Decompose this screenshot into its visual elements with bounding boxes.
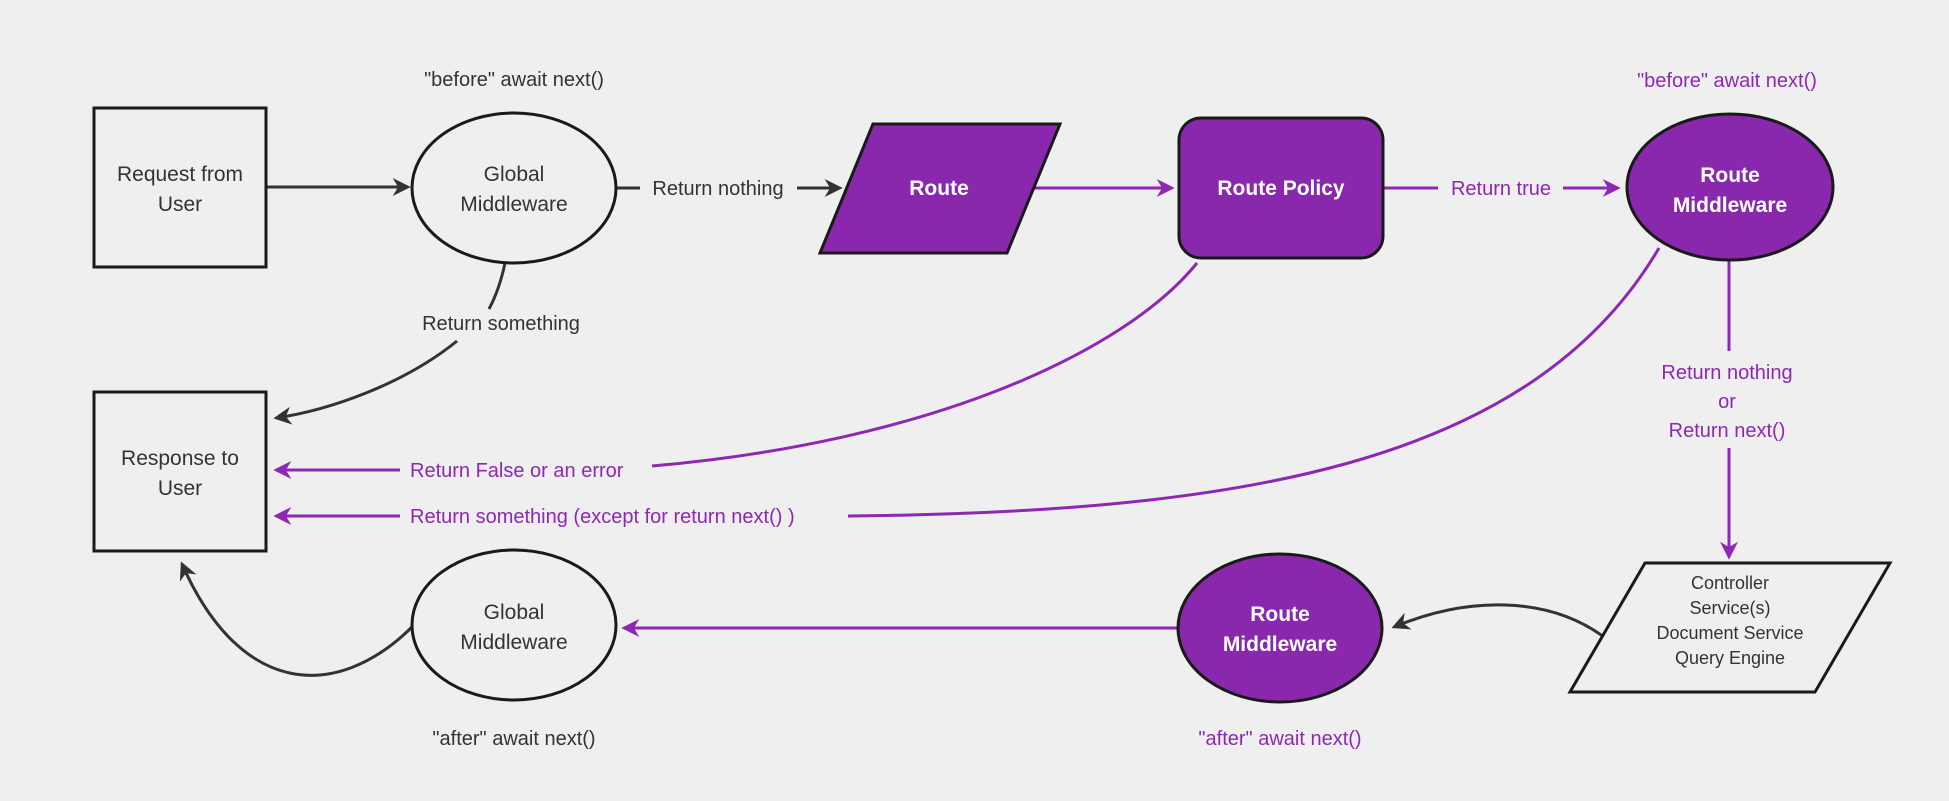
label-return-nothing: Return nothing [652, 178, 783, 200]
label-return-something: Return something [422, 313, 580, 335]
edge-labels: "before" await next() "before" await nex… [410, 69, 1817, 750]
edge-return-something-upper-stub [487, 262, 507, 310]
route-policy-rect [1177, 116, 1385, 260]
edge-global-mw-to-response [179, 561, 414, 677]
response-label-line1: Response to [121, 447, 239, 470]
edge-controller-to-route-middleware [1391, 603, 1605, 639]
controller-line1: Controller [1691, 573, 1769, 593]
edges [179, 178, 1738, 677]
response-rect [92, 390, 268, 553]
global-middleware-bottom-ellipse [410, 548, 618, 702]
label-return-something-except: Return something (except for return next… [410, 506, 795, 528]
label-return-nothing-or-line1: Return nothing [1661, 362, 1792, 384]
route-middleware-bottom-line2: Middleware [1223, 633, 1337, 656]
global-middleware-top-ellipse [410, 111, 618, 265]
node-route-policy: Route Policy [1177, 116, 1385, 260]
controller-line2: Service(s) [1689, 598, 1770, 618]
global-middleware-bottom-line1: Global [484, 601, 545, 624]
controller-line4: Query Engine [1675, 648, 1785, 668]
request-rect [92, 106, 268, 269]
node-route-middleware-bottom: Route Middleware [1176, 552, 1384, 704]
route-middleware-top-line1: Route [1700, 164, 1760, 187]
label-return-nothing-or-line2: or [1718, 391, 1736, 413]
request-label-line1: Request from [117, 163, 243, 186]
route-middleware-top-ellipse [1625, 112, 1835, 262]
node-request-from-user: Request from User [92, 106, 268, 269]
label-before-await-global: "before" await next() [424, 69, 604, 91]
label-after-await-global: "after" await next() [432, 728, 595, 750]
global-middleware-top-line2: Middleware [460, 193, 567, 216]
label-return-true: Return true [1451, 178, 1551, 200]
label-return-nothing-or-line3: Return next() [1669, 420, 1786, 442]
edge-return-false-curve [651, 262, 1199, 468]
label-after-await-route: "after" await next() [1198, 728, 1361, 750]
edge-return-something-except-curve [847, 247, 1661, 518]
route-middleware-bottom-line1: Route [1250, 603, 1310, 626]
global-middleware-bottom-line2: Middleware [460, 631, 567, 654]
request-label-line2: User [158, 193, 202, 216]
route-label: Route [909, 177, 969, 200]
node-global-middleware-top: Global Middleware [410, 111, 618, 265]
label-before-await-route: "before" await next() [1637, 70, 1817, 92]
node-response-to-user: Response to User [92, 390, 268, 553]
controller-parallelogram [1567, 561, 1893, 694]
node-global-middleware-bottom: Global Middleware [410, 548, 618, 702]
route-middleware-bottom-ellipse [1176, 552, 1384, 704]
route-policy-label: Route Policy [1217, 177, 1345, 200]
route-parallelogram [817, 122, 1063, 255]
controller-line3: Document Service [1656, 623, 1803, 643]
response-label-line2: User [158, 477, 202, 500]
label-return-false-error: Return False or an error [410, 460, 624, 482]
route-middleware-top-line2: Middleware [1673, 194, 1787, 217]
node-route-middleware-top: Route Middleware [1625, 112, 1835, 262]
node-route: Route [817, 122, 1063, 255]
node-controller-services: Controller Service(s) Document Service Q… [1567, 561, 1893, 694]
global-middleware-top-line1: Global [484, 163, 545, 186]
edge-return-something-curve [273, 339, 458, 425]
